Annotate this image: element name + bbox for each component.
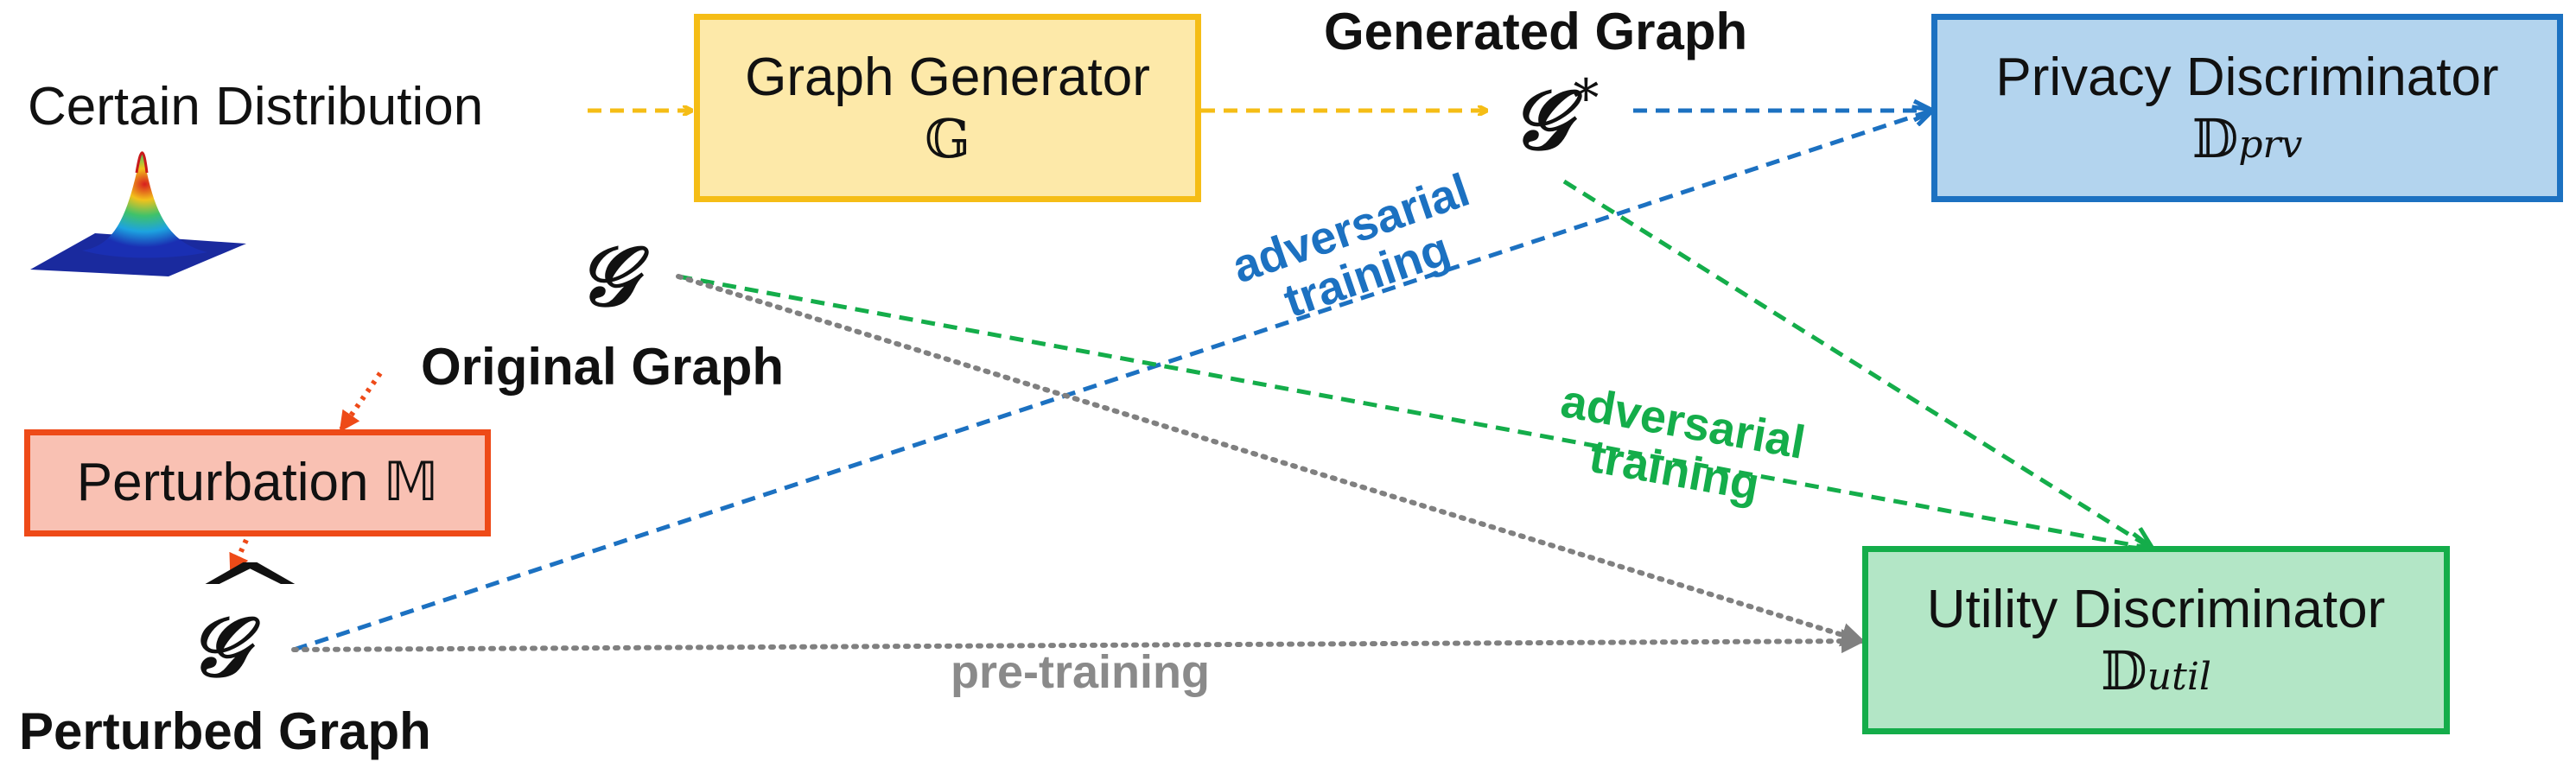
perturbed-graph-caption: Perturbed Graph [19,702,431,760]
generated-graph-superscript: * [1573,68,1600,129]
edge-original-to-perturbation [339,371,383,433]
edge-perturbation-to-perturbed [229,538,249,575]
perturbed-graph-hat: ^ [190,547,310,639]
graph-generator-title: Graph Generator [745,47,1150,107]
original-graph-caption: Original Graph [421,338,785,396]
perturbed-graph-symbol: ^ 𝒢 [188,547,310,695]
perturbation-title: Perturbation 𝕄 [76,453,439,513]
perturbation-box: Perturbation 𝕄 [24,429,491,536]
edge-generated-to-utility [1562,179,2152,549]
privacy-discriminator-title: Privacy Discriminator [1995,47,2499,107]
edge-original-to-utility-pretraining [676,274,1866,647]
edge-original-to-utility [677,274,2152,549]
privacy-discriminator-symbol: 𝔻prv [2191,107,2303,170]
original-graph-symbol: 𝒢 [577,227,637,325]
pretraining-label: pre-training [951,646,1211,698]
certain-distribution-label: Certain Distribution [28,77,484,136]
generated-graph-caption: Generated Graph [1324,3,1748,60]
distribution-surface-icon [30,151,246,276]
privacy-discriminator-box: Privacy Discriminator 𝔻prv [1931,14,2563,202]
utility-discriminator-box: Utility Discriminator 𝔻util [1862,546,2450,734]
generated-graph-symbol: 𝒢* [1511,68,1600,168]
graph-generator-symbol: 𝔾 [925,107,970,170]
graph-generator-box: Graph Generator 𝔾 [694,14,1201,202]
utility-discriminator-symbol: 𝔻util [2101,639,2211,702]
edge-perturbed-to-utility-pretraining [291,629,1866,654]
edge-perturbed-to-privacy [293,111,1931,652]
utility-discriminator-title: Utility Discriminator [1926,579,2386,639]
